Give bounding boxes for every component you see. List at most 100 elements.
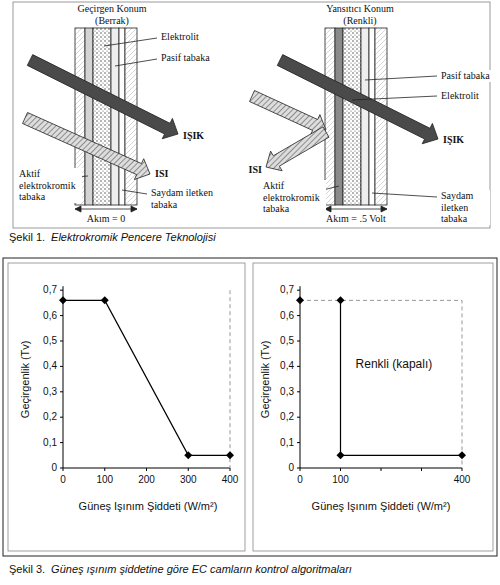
label: 0,2 [42, 411, 58, 423]
data-marker [296, 296, 304, 304]
heat-ray [266, 127, 329, 171]
tick [60, 442, 63, 443]
chart-panel [253, 263, 493, 551]
current-dimension [325, 209, 387, 210]
label: 0,5 [42, 335, 58, 347]
label: Şekil 1. [8, 231, 46, 244]
data-marker [184, 451, 192, 459]
label: 400 [221, 474, 240, 486]
label: 0,7 [42, 284, 58, 296]
label: ISI [248, 164, 263, 176]
tick [104, 468, 105, 471]
arrowhead [131, 206, 137, 212]
label: 0,1 [42, 437, 58, 449]
electrolyte-layer [343, 28, 361, 205]
label: 0 [50, 462, 58, 474]
label: IŞIK [442, 134, 465, 146]
label: 0 [287, 462, 295, 474]
label: 0,4 [279, 360, 295, 372]
figure-frame [13, 2, 490, 228]
glass-pane [325, 28, 335, 205]
label: Saydam iletken tabaka [150, 187, 224, 210]
limit-line [300, 300, 462, 468]
current-dimension [75, 209, 137, 210]
leader-line [372, 193, 437, 197]
data-marker [59, 296, 67, 304]
label: 0,5 [279, 335, 295, 347]
label: 0,7 [279, 284, 295, 296]
limit-line [230, 290, 231, 468]
label: Güneş Işınım Şiddeti (W/m²) [78, 500, 219, 513]
tick [146, 468, 147, 471]
tick [60, 391, 63, 392]
label: 300 [179, 474, 198, 486]
label: 0,6 [279, 310, 295, 322]
tick [462, 468, 463, 471]
heat-ray [250, 91, 327, 136]
label: 0,2 [279, 411, 295, 423]
label: Geçirgen Konum (Berrak) [71, 3, 153, 26]
data-line [341, 300, 463, 455]
data-marker [226, 451, 234, 459]
data-marker [337, 296, 345, 304]
tick [297, 366, 300, 367]
label: Geçirgenlik (Tv) [260, 339, 273, 419]
label: Güneş Işınım Şiddeti (W/m²) [311, 500, 452, 513]
electrolyte-layer [93, 28, 111, 205]
label: ISI [154, 168, 169, 180]
arrowhead [381, 206, 387, 212]
chart-frame [3, 258, 497, 556]
leader-line [365, 76, 437, 80]
label: Aktif elektrokromik tabaka [18, 168, 82, 203]
label: 0 [296, 474, 304, 486]
conductor-layer [119, 28, 125, 205]
tick [297, 442, 300, 443]
tick [60, 315, 63, 316]
tick [230, 468, 231, 471]
label: 400 [453, 474, 472, 486]
label: Saydam iletken tabaka [440, 190, 490, 225]
label: Pasif tabaka [160, 52, 211, 64]
tick [421, 468, 422, 471]
active-layer [85, 28, 93, 205]
tick [60, 366, 63, 367]
label: Pasif tabaka [440, 70, 491, 82]
label: 0 [59, 474, 67, 486]
tick [60, 417, 63, 418]
passive-layer [361, 28, 369, 205]
arrowhead [75, 206, 81, 212]
tick [297, 315, 300, 316]
label: 0,4 [42, 360, 58, 372]
leader-line [352, 96, 437, 100]
conductor-layer [369, 28, 375, 205]
label: Elektrokromik Pencere Teknolojisi [50, 231, 217, 244]
data-marker [337, 451, 345, 459]
tick [297, 391, 300, 392]
label: Renkli (kapalı) [355, 358, 434, 372]
data-marker [101, 296, 109, 304]
passive-layer [111, 28, 119, 205]
label: 200 [137, 474, 156, 486]
leader-line [122, 190, 147, 194]
active-layer [335, 28, 343, 205]
label: 0,3 [279, 386, 295, 398]
label: Aktif elektrokromik tabaka [262, 180, 326, 215]
label: 0,3 [42, 386, 58, 398]
tick [60, 290, 63, 291]
label: 0,6 [42, 310, 58, 322]
label: Elektrolit [160, 31, 200, 43]
leader-line [104, 38, 157, 46]
tick [63, 468, 64, 471]
label: 100 [331, 474, 350, 486]
label: 100 [95, 474, 114, 486]
tick [60, 341, 63, 342]
tick [300, 468, 301, 471]
tick [381, 468, 382, 471]
tick [297, 417, 300, 418]
leader-line [115, 59, 157, 66]
label: IŞIK [182, 130, 205, 142]
tick [297, 341, 300, 342]
label: Geçirgenlik (Tv) [20, 339, 33, 419]
